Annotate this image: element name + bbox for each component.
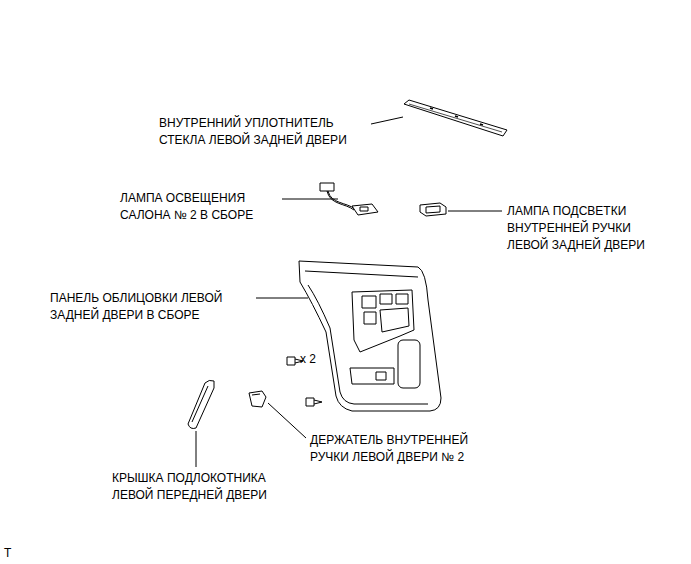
part-name: ЛАМПА ПОДСВЕТКИ ВНУТРЕННЕЙ РУЧКИ ЛЕВОЙ З… bbox=[507, 203, 648, 254]
part-name: ЛАМПА ОСВЕЩЕНИЯ САЛОНА № 2 В СБОРЕ bbox=[120, 190, 257, 224]
part-name: ПАНЕЛЬ ОБЛИЦОВКИ ЛЕВОЙ ЗАДНЕЙ ДВЕРИ В СБ… bbox=[50, 290, 226, 324]
leader-line bbox=[196, 431, 197, 467]
part-name: ВНУТРЕННИЙ УПЛОТНИТЕЛЬ СТЕКЛА ЛЕВОЙ ЗАДН… bbox=[159, 115, 350, 149]
leader-line bbox=[448, 211, 502, 212]
leader-line bbox=[268, 403, 306, 438]
part-name: ДЕРЖАТЕЛЬ ВНУТРЕННЕЙ РУЧКИ ЛЕВОЙ ДВЕРИ №… bbox=[310, 432, 472, 466]
quantity-label: x 2 bbox=[300, 351, 316, 368]
part-name: КРЫШКА ПОДЛОКОТНИКА ЛЕВОЙ ПЕРЕДНЕЙ ДВЕРИ bbox=[112, 470, 270, 504]
screw bbox=[306, 398, 322, 406]
handle-holder bbox=[249, 391, 266, 407]
weatherstrip bbox=[404, 100, 507, 136]
leader-line bbox=[371, 117, 403, 124]
handle-lamp bbox=[420, 203, 446, 216]
leader-line bbox=[256, 298, 308, 299]
figure-code: T bbox=[4, 545, 11, 562]
leader-line bbox=[282, 199, 338, 200]
door-trim-panel bbox=[299, 261, 441, 411]
armrest-cover bbox=[188, 380, 214, 428]
